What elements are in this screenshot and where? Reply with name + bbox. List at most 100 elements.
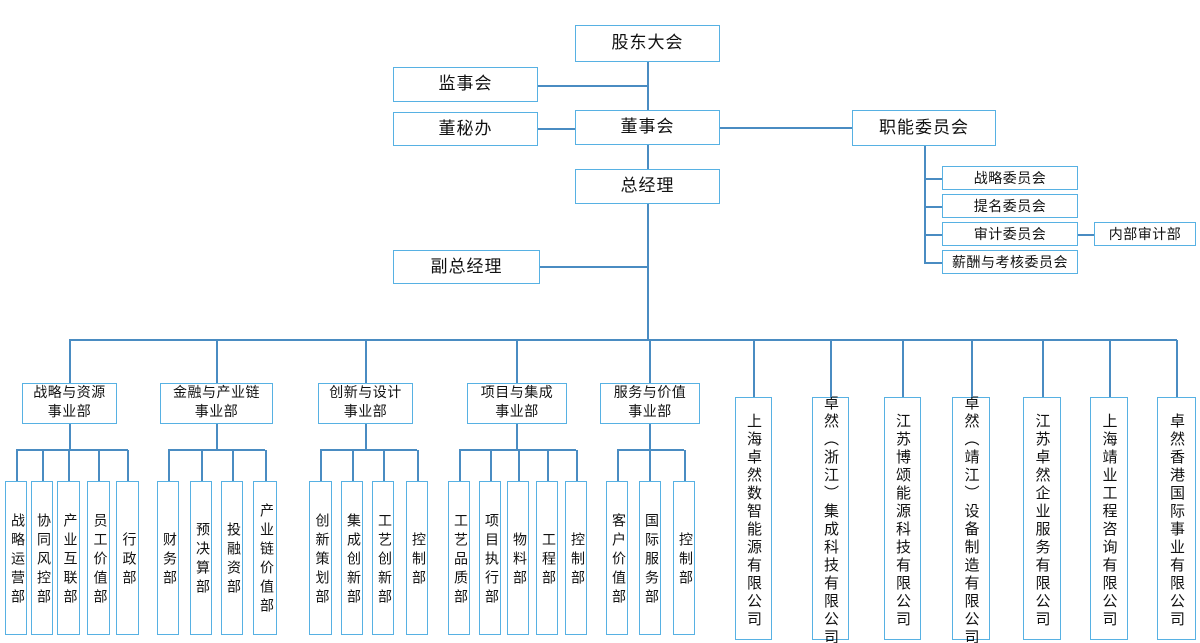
connector-line [1109, 340, 1111, 397]
connector-line [1042, 340, 1044, 397]
connector-line [924, 262, 942, 264]
node-board-of-directors: 董事会 [575, 110, 720, 145]
node-dept-strategy-operations: 战略运营部 [5, 481, 27, 635]
connector-line [16, 450, 18, 481]
node-dept-investment-financing: 投融资部 [221, 481, 243, 635]
connector-line [924, 146, 926, 262]
node-sub-zhuoran-hk-international-business: 卓然香港国际事业有限公司 [1157, 397, 1196, 640]
connector-line [684, 450, 686, 481]
connector-line [649, 340, 651, 383]
connector-line [69, 424, 71, 450]
connector-line [265, 450, 267, 481]
connector-line [216, 340, 218, 383]
connector-line [383, 450, 385, 481]
node-sub-shanghai-jingye-engineering-consulting: 上海靖业工程咨询有限公司 [1090, 397, 1128, 640]
connector-line [516, 340, 518, 383]
connector-line [924, 178, 942, 180]
connector-line [365, 340, 367, 383]
connector-line [540, 266, 648, 268]
connector-line [649, 450, 651, 481]
connector-line [490, 450, 492, 481]
connector-line [753, 340, 755, 397]
node-sub-jiangsu-bosong-energy-tech: 江苏博颂能源科技有限公司 [884, 397, 921, 640]
connector-line [1176, 340, 1178, 397]
connector-line [924, 234, 942, 236]
connector-line [971, 340, 973, 397]
node-dept-process-quality: 工艺品质部 [448, 481, 470, 635]
connector-line [232, 450, 234, 481]
node-supervisory-board: 监事会 [393, 67, 538, 102]
node-dept-control-innovation: 控制部 [406, 481, 428, 635]
node-dept-budget-final-accounts: 预决算部 [190, 481, 212, 635]
connector-line [649, 424, 651, 450]
node-audit-committee: 审计委员会 [942, 222, 1078, 246]
connector-line [417, 450, 419, 481]
connector-line [352, 450, 354, 481]
node-dept-control-service: 控制部 [673, 481, 695, 635]
node-dept-project-execution: 项目执行部 [479, 481, 501, 635]
node-sub-zhuoran-zhejiang-integration-tech: 卓然（浙江）集成科技有限公司 [812, 395, 849, 643]
node-division-innovation-design: 创新与设计 事业部 [318, 383, 413, 424]
connector-line [538, 85, 648, 87]
node-board-secretary-office: 董秘办 [393, 112, 538, 146]
connector-line [459, 449, 576, 451]
node-dept-finance: 财务部 [157, 481, 179, 635]
connector-line [98, 450, 100, 481]
connector-line [320, 450, 322, 481]
connector-line [127, 450, 129, 481]
node-dept-innovation-planning: 创新策划部 [309, 481, 332, 635]
node-dept-engineering: 工程部 [536, 481, 558, 635]
node-dept-collaborative-risk-control: 协同风控部 [31, 481, 53, 635]
connector-line [518, 450, 520, 481]
connector-line [16, 449, 128, 451]
node-general-manager: 总经理 [575, 169, 720, 204]
connector-line [617, 449, 684, 451]
node-division-strategy-resources: 战略与资源 事业部 [22, 383, 117, 424]
node-internal-audit-dept: 内部审计部 [1094, 222, 1196, 246]
connector-line [168, 450, 170, 481]
node-dept-employee-value: 员工价值部 [87, 481, 110, 635]
connector-line [830, 340, 832, 397]
node-division-service-value: 服务与价值 事业部 [600, 383, 700, 424]
connector-line [647, 204, 649, 340]
node-division-finance-industry-chain: 金融与产业链 事业部 [160, 383, 273, 424]
connector-line [720, 127, 852, 129]
node-compensation-committee: 薪酬与考核委员会 [942, 250, 1078, 274]
connector-line [68, 450, 70, 481]
node-functional-committees: 职能委员会 [852, 110, 996, 146]
connector-line [647, 145, 649, 169]
connector-line [69, 340, 71, 383]
connector-line [924, 206, 942, 208]
connector-line [216, 424, 218, 450]
connector-line [201, 450, 203, 481]
node-dept-international-service: 国际服务部 [639, 481, 661, 635]
connector-line [42, 450, 44, 481]
node-dept-control-project: 控制部 [565, 481, 587, 635]
node-dept-industry-internet: 产业互联部 [57, 481, 80, 635]
node-nomination-committee: 提名委员会 [942, 194, 1078, 218]
node-dept-administration: 行政部 [116, 481, 139, 635]
connector-line [1078, 234, 1094, 236]
node-dept-materials: 物料部 [507, 481, 529, 635]
connector-line [617, 450, 619, 481]
connector-line [320, 449, 417, 451]
node-shareholders-meeting: 股东大会 [575, 25, 720, 62]
node-sub-shanghai-zhuoran-digital-energy: 上海卓然数智能源有限公司 [735, 397, 772, 640]
connector-line [459, 450, 461, 481]
node-deputy-general-manager: 副总经理 [393, 250, 540, 284]
node-dept-customer-value: 客户价值部 [606, 481, 628, 635]
connector-line [538, 128, 575, 130]
connector-line [69, 339, 1177, 341]
node-dept-integrated-innovation: 集成创新部 [341, 481, 363, 635]
connector-line [902, 340, 904, 397]
node-strategy-committee: 战略委员会 [942, 166, 1078, 190]
node-dept-process-innovation: 工艺创新部 [372, 481, 394, 635]
connector-line [547, 450, 549, 481]
node-dept-industry-chain-value: 产业链价值部 [253, 481, 277, 635]
node-division-project-integration: 项目与集成 事业部 [467, 383, 567, 424]
node-sub-jiangsu-zhuoran-enterprise-service: 江苏卓然企业服务有限公司 [1023, 397, 1061, 640]
connector-line [516, 424, 518, 450]
connector-line [365, 424, 367, 450]
connector-line [168, 449, 265, 451]
